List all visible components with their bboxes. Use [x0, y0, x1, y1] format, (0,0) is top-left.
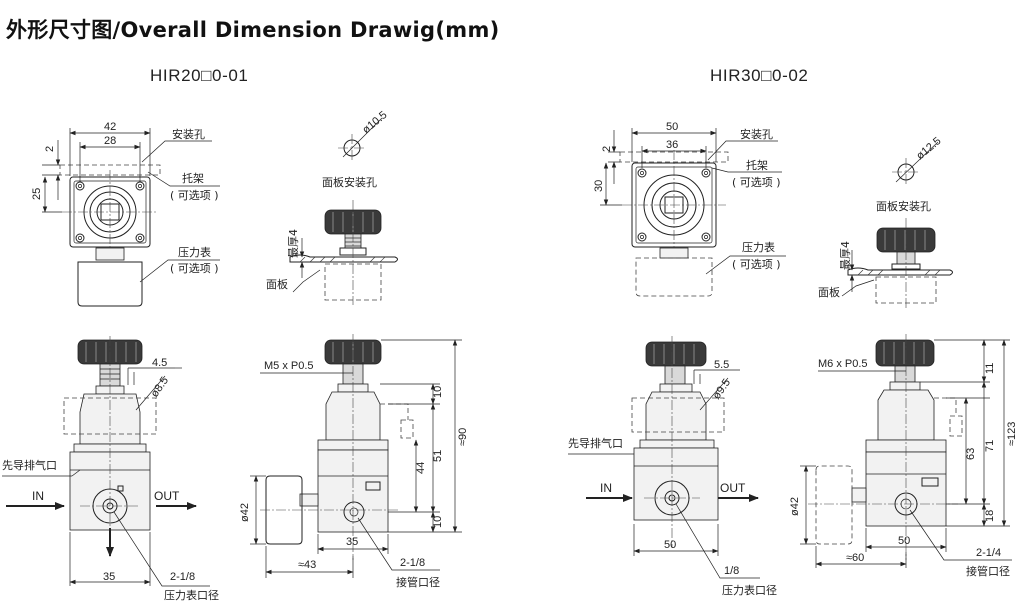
right-label-panel-thickness: 最厚4	[839, 241, 852, 270]
right-dim-50-front: 50	[664, 539, 676, 551]
right-dim-50: 50	[666, 121, 678, 133]
left-dim-hole: ø10.5	[360, 109, 389, 136]
right-label-pipe-port: 接管口径	[966, 564, 1010, 578]
left-dim-dia-42: ø42	[239, 503, 251, 522]
right-label-gauge-port: 压力表口径	[722, 583, 777, 597]
left-label-out: OUT	[154, 489, 180, 503]
left-dim-35: 35	[103, 571, 115, 583]
right-dim-123: ≈123	[1006, 422, 1018, 446]
left-label-bracket: 托架	[182, 171, 204, 185]
right-dim-36: 36	[666, 139, 678, 151]
left-dim-2: 2	[44, 146, 56, 152]
left-label-in: IN	[32, 489, 44, 503]
right-label-bracket-optional: ( 可选项 )	[732, 176, 781, 189]
right-dim-63: 63	[965, 448, 977, 460]
left-front-view	[2, 336, 210, 587]
right-dim-11: 11	[984, 363, 996, 374]
right-label-in: IN	[600, 481, 612, 495]
right-dim-60: ≈60	[846, 552, 864, 564]
right-label-pilot-exhaust: 先导排气口	[568, 436, 623, 450]
left-label-panel-thickness: 最厚4	[287, 229, 300, 258]
left-top-front-view	[42, 128, 220, 307]
left-dim-8-5: ø8.5	[149, 375, 171, 400]
left-label-bracket-optional: ( 可选项 )	[170, 189, 219, 202]
right-dim-18: 18	[984, 510, 996, 522]
left-label-pilot-exhaust: 先导排气口	[2, 458, 57, 472]
right-dim-port-side: 2-1/4	[976, 547, 1001, 559]
right-label-panel: 面板	[818, 285, 840, 299]
left-dim-28: 28	[104, 135, 116, 147]
right-top-front-view	[600, 128, 786, 297]
left-label-panel-hole: 面板安装孔	[322, 175, 377, 189]
right-label-gauge: 压力表	[742, 240, 775, 254]
left-label-mount-hole: 安装孔	[172, 127, 205, 141]
left-dim-43: ≈43	[298, 559, 316, 571]
model-label-left: HIR20□0-01	[150, 66, 249, 85]
right-side-view	[800, 334, 1012, 568]
right-dim-9-5: ø9.5	[711, 377, 733, 402]
left-label-gauge: 压力表	[178, 245, 211, 259]
left-dim-90: ≈90	[457, 428, 469, 446]
right-label-gauge-optional: ( 可选项 )	[732, 258, 781, 271]
right-label-panel-hole: 面板安装孔	[876, 199, 931, 213]
right-dim-2: 2	[601, 146, 613, 152]
right-dim-dia-42: ø42	[789, 497, 801, 516]
right-dim-71: 71	[984, 440, 996, 452]
model-label-right: HIR30□0-02	[710, 66, 809, 85]
left-panel-mount-view	[289, 200, 398, 305]
right-front-view	[568, 336, 760, 579]
right-label-mount-hole: 安装孔	[740, 127, 773, 141]
right-label-out: OUT	[720, 481, 746, 495]
right-panel-mount-view	[841, 218, 953, 308]
right-label-bracket: 托架	[746, 158, 768, 172]
left-dim-51: 51	[432, 450, 444, 462]
left-label-pipe-port: 接管口径	[396, 575, 440, 589]
left-dim-10-bottom: 10	[432, 516, 444, 528]
left-dim-42: 42	[104, 121, 116, 133]
right-dim-hole: ø12.5	[914, 135, 943, 162]
left-side-view	[250, 334, 462, 578]
left-label-gauge-port: 压力表口径	[164, 588, 219, 602]
left-label-panel: 面板	[266, 277, 288, 291]
left-dim-25: 25	[31, 188, 43, 200]
left-label-gauge-optional: ( 可选项 )	[170, 262, 219, 275]
left-dim-thread: M5 x P0.5	[264, 360, 314, 372]
left-panel-hole-symbol	[338, 117, 383, 162]
right-dim-50-side: 50	[898, 535, 910, 547]
page-title: 外形尺寸图/Overall Dimension Drawig(mm)	[6, 18, 500, 42]
right-panel-hole-symbol	[892, 141, 939, 186]
left-dim-10-top: 10	[432, 386, 444, 398]
left-dim-44: 44	[415, 462, 427, 474]
left-dim-4-5: 4.5	[152, 357, 167, 369]
left-dim-port-side: 2-1/8	[400, 557, 425, 569]
left-dim-35-side: 35	[346, 536, 358, 548]
right-dim-thread: M6 x P0.5	[818, 358, 868, 370]
right-dim-port-bottom: 1/8	[724, 565, 739, 577]
right-dim-5-5: 5.5	[714, 359, 729, 371]
left-dim-port-bottom: 2-1/8	[170, 571, 195, 583]
right-dim-30: 30	[593, 180, 605, 192]
